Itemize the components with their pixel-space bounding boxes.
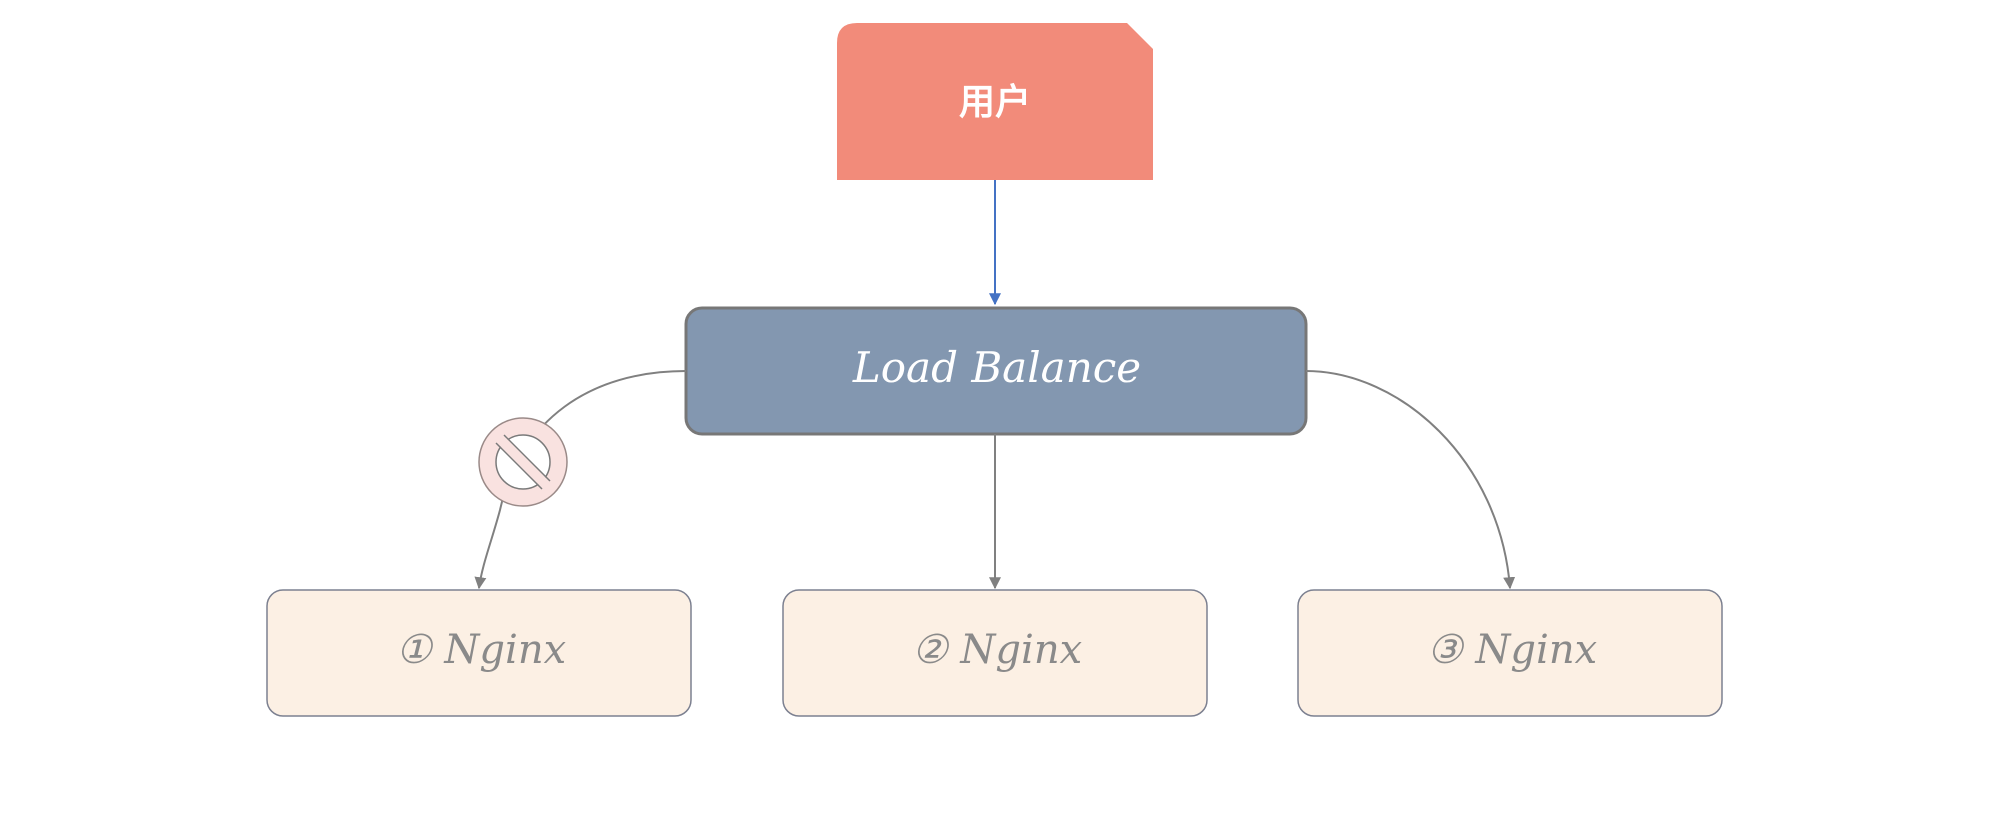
nginx-server-2-label: ② Nginx: [912, 627, 1082, 673]
nginx-server-1-shape: [266, 589, 692, 717]
user-node-shape: [837, 23, 1153, 180]
nginx-server-3[interactable]: ③ Nginx: [1297, 589, 1723, 717]
nginx-server-1[interactable]: ① Nginx: [266, 589, 692, 717]
nginx-server-1-label: ① Nginx: [396, 627, 566, 673]
nginx-server-2[interactable]: ② Nginx: [782, 589, 1208, 717]
nginx-server-3-shape: [1297, 589, 1723, 717]
load-balancer-label: Load Balance: [852, 343, 1141, 392]
load-balancer-node[interactable]: Load Balance: [684, 306, 1308, 436]
nginx-server-3-label: ③ Nginx: [1427, 627, 1597, 673]
no-entry-icon: [478, 417, 568, 507]
user-node[interactable]: 用户: [837, 23, 1153, 180]
lb-to-nginx-3-arrow: [1305, 370, 1516, 590]
nginx-server-2-shape: [782, 589, 1208, 717]
user-label: 用户: [959, 82, 1031, 123]
